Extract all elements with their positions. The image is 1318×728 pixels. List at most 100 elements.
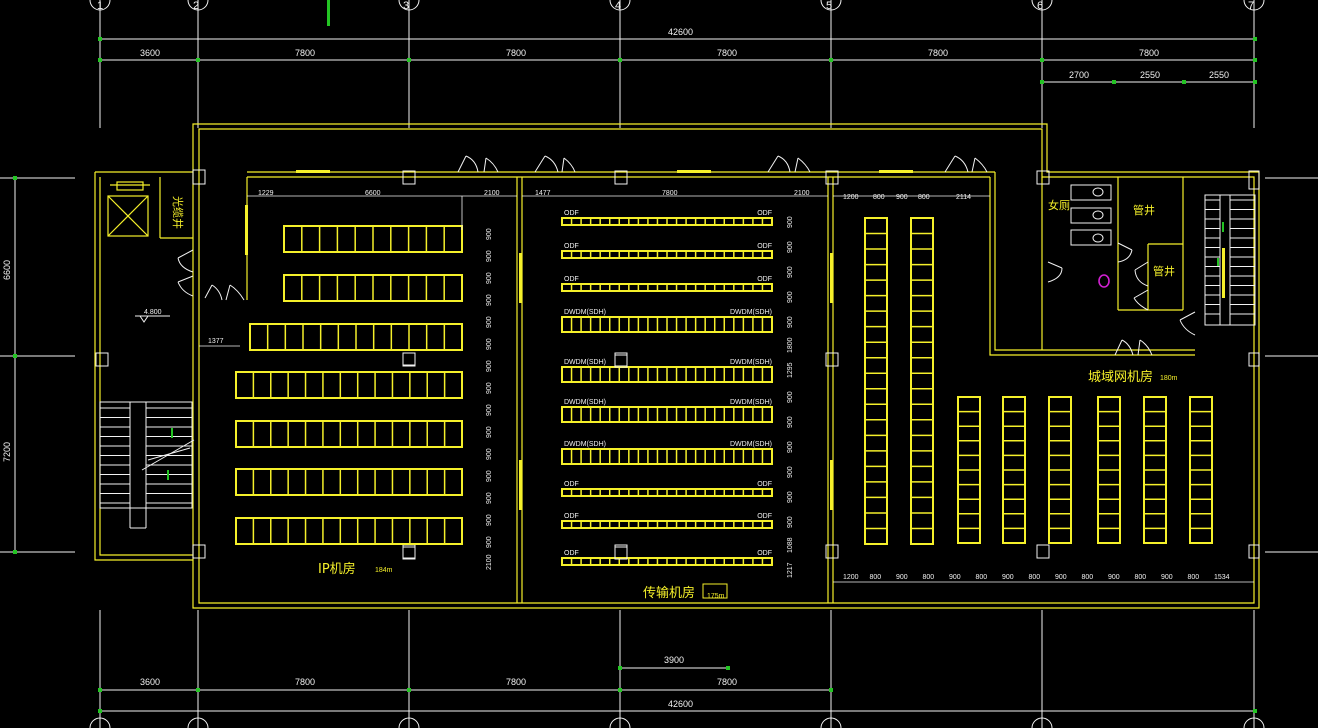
metro-top-dim-5: 2114 — [956, 194, 971, 201]
grid-bubble-top-3 — [398, 0, 420, 11]
rack-label-left-3: DWDM(SDH) — [564, 309, 606, 316]
dim-top-overall: 42600 — [668, 27, 693, 37]
rack-label-right-1: ODF — [757, 243, 772, 250]
trans-col-dim-3: 900 — [787, 291, 794, 303]
door-swings — [177, 155, 1196, 356]
metro-bottom-dim-4: 900 — [949, 574, 961, 581]
rack-marker-0 — [614, 354, 628, 368]
metro-bottom-dim-11: 800 — [1135, 574, 1147, 581]
transmission-room-name: 传输机房 — [643, 585, 695, 601]
metro-top-dim-1: 1200 — [843, 194, 859, 201]
rack-label-right-2: ODF — [757, 276, 772, 283]
metro-top-dim-2: 800 — [873, 194, 885, 201]
grid-bubble-top-2 — [187, 0, 209, 11]
ip-rack-row-2 — [283, 274, 463, 302]
rack-label-left-0: ODF — [564, 210, 579, 217]
ip-col-dim-7: 900 — [486, 382, 493, 394]
ip-col-dim-0: 900 — [486, 228, 493, 240]
metro-bottom-dim-6: 900 — [1002, 574, 1014, 581]
rack-label-left-2: ODF — [564, 276, 579, 283]
trans-col-dim-12: 900 — [787, 516, 794, 528]
ip-rack-row-6 — [235, 468, 463, 496]
dim-bottom-bay-3: 7800 — [506, 677, 526, 687]
metro-top-dim-3: 900 — [896, 194, 908, 201]
dim-bottom-bay-4: 7800 — [717, 677, 737, 687]
structural-columns — [95, 169, 1260, 559]
rack-label-left-7: ODF — [564, 481, 579, 488]
trans-rack-row-7 — [561, 448, 773, 465]
ip-room-area: 184m — [375, 567, 393, 574]
grid-id-4: 4 — [615, 0, 621, 12]
ip-col-dim-11: 900 — [486, 470, 493, 482]
metro-rack-col-5 — [1048, 396, 1072, 544]
rack-label-right-3: DWDM(SDH) — [730, 309, 772, 316]
rack-label-right-4: DWDM(SDH) — [730, 359, 772, 366]
metro-bottom-dim-12: 900 — [1161, 574, 1173, 581]
ip-col-dim-9: 900 — [486, 426, 493, 438]
dim-top-bay-2: 7800 — [295, 48, 315, 58]
grid-id-7: 7 — [1248, 0, 1254, 12]
trans-top-dim-3: 2100 — [794, 190, 810, 197]
rack-label-left-5: DWDM(SDH) — [564, 399, 606, 406]
grid-bubble-bottom-1 — [89, 717, 111, 728]
ip-col-dim-8: 900 — [486, 404, 493, 416]
dim-top-sub-3: 2550 — [1209, 70, 1229, 80]
metro-bottom-dim-14: 1534 — [1214, 574, 1230, 581]
rack-label-right-8: ODF — [757, 513, 772, 520]
ip-rack-row-5 — [235, 420, 463, 448]
ip-col-dim-13: 900 — [486, 514, 493, 526]
metro-room-racks — [864, 217, 1213, 545]
level-mark — [135, 315, 170, 323]
ip-top-dim-1: 1229 — [258, 190, 274, 197]
grid-bubble-top-6 — [1031, 0, 1053, 11]
grid-bubble-bottom-6 — [1031, 717, 1053, 728]
ip-col-dim-4: 900 — [486, 316, 493, 328]
ip-col-dim-10: 900 — [486, 448, 493, 460]
metro-bottom-dim-9: 800 — [1082, 574, 1094, 581]
ip-col-dim-12: 900 — [486, 492, 493, 504]
grid-id-3: 3 — [403, 0, 409, 12]
stair-level: 4.800 — [144, 309, 162, 316]
ip-col-dim-15: 2100 — [486, 554, 493, 570]
metro-rack-col-3 — [957, 396, 981, 544]
ip-top-dim-3: 2100 — [484, 190, 500, 197]
trans-rack-row-3 — [561, 283, 773, 292]
column-dimension-text: 900 900 900 900 900 900 900 900 900 900 900 900 900 9… — [486, 216, 794, 578]
rack-label-right-0: ODF — [757, 210, 772, 217]
metro-bottom-dim-8: 900 — [1055, 574, 1067, 581]
ip-rack-row-5-frame — [235, 420, 463, 448]
stair-right-treads — [1205, 199, 1255, 315]
rack-label-left-4: DWDM(SDH) — [564, 359, 606, 366]
metro-rack-col-6 — [1097, 396, 1121, 544]
trans-col-dim-1: 900 — [787, 241, 794, 253]
grid-bubble-top-4 — [609, 0, 631, 11]
metro-bottom-dim-2: 900 — [896, 574, 908, 581]
female-wc-label: 女厕 — [1048, 198, 1070, 212]
grid-bubble-top-1 — [89, 0, 111, 11]
ip-col-dim-14: 900 — [486, 536, 493, 548]
rack-label-right-6: DWDM(SDH) — [730, 441, 772, 448]
metro-room-name: 城域网机房 — [1088, 369, 1153, 385]
trans-rack-row-1 — [561, 217, 773, 226]
grid-bubble-bottom-4 — [609, 717, 631, 728]
dim-top-bay-6: 7800 — [1139, 48, 1159, 58]
ip-rack-row-4-frame — [235, 371, 463, 399]
rack-label-left-8: ODF — [564, 513, 579, 520]
metro-bottom-dim-13: 800 — [1188, 574, 1200, 581]
trans-col-dim-10: 900 — [787, 466, 794, 478]
dim-top-bay-1: 3600 — [140, 48, 160, 58]
rack-label-left-6: DWDM(SDH) — [564, 441, 606, 448]
toilet-fixtures — [1070, 184, 1112, 246]
metro-bottom-dim-0: 1200 — [843, 574, 859, 581]
dim-top-bay-4: 7800 — [717, 48, 737, 58]
ip-left-dim: 1377 — [208, 338, 224, 345]
ip-room-name: IP机房 — [318, 561, 356, 577]
rack-label-left-9: ODF — [564, 550, 579, 557]
cable-well-label: 光缆井 — [171, 196, 185, 229]
dim-top-sub-2: 2550 — [1140, 70, 1160, 80]
metro-rack-col-4 — [1002, 396, 1026, 544]
dim-top-sub-1: 2700 — [1069, 70, 1089, 80]
ip-rack-row-7 — [235, 517, 463, 545]
metro-rack-col-7 — [1143, 396, 1167, 544]
